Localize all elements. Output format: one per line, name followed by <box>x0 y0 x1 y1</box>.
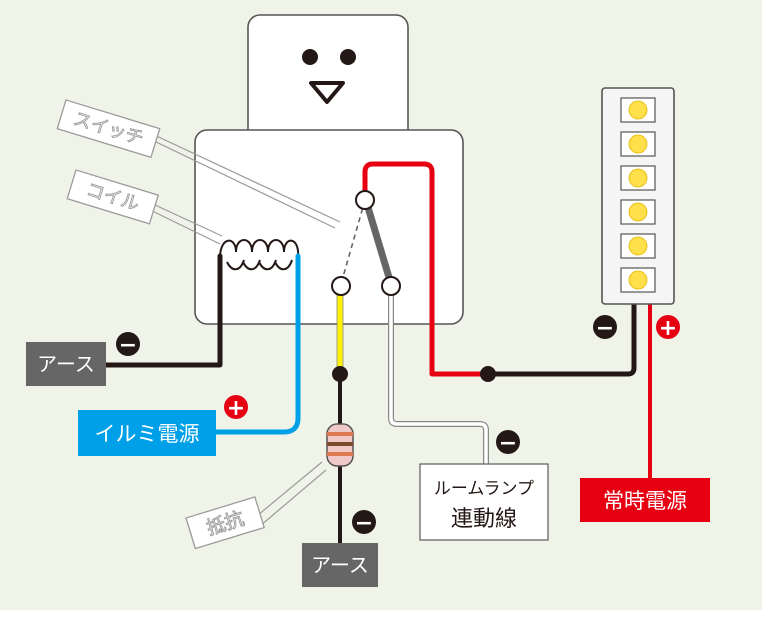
junction-dot-yellow <box>332 366 348 382</box>
junction-dot-red <box>480 366 496 382</box>
label-illumi-power-text: イルミ電源 <box>95 422 200 446</box>
led-cell <box>620 199 656 225</box>
wire-red-contact <box>362 161 491 377</box>
switch-dashed-path <box>340 199 366 285</box>
label-room-lamp-line2: 連動線 <box>451 507 517 532</box>
resistor <box>326 423 354 467</box>
label-room-lamp-line1: ルームランプ <box>434 479 534 499</box>
minus-symbol-earth-bottom: − <box>352 510 376 536</box>
led-icon <box>628 168 648 188</box>
mouth <box>309 81 345 104</box>
svg-text:−: − <box>355 511 373 536</box>
relay-body <box>194 129 464 325</box>
minus-symbol-earth-left: − <box>116 332 140 358</box>
switch-contact-right <box>381 276 401 296</box>
led-cell <box>620 131 656 157</box>
switch <box>331 190 401 296</box>
minus-symbol-led: − <box>593 315 617 341</box>
label-earth-bottom-text: アース <box>311 553 369 577</box>
led-icon <box>628 236 648 256</box>
svg-text:−: − <box>596 316 614 341</box>
led-icon <box>628 270 648 290</box>
wire-coil-earth <box>103 253 223 368</box>
switch-arm <box>363 200 395 288</box>
label-room-lamp: ルームランプ 連動線 <box>419 463 549 541</box>
wire-led-minus <box>485 299 637 377</box>
led-cell <box>620 165 656 191</box>
coil <box>219 239 300 271</box>
led-strip <box>601 87 675 305</box>
label-constant-power: 常時電源 <box>580 478 710 522</box>
svg-text:+: + <box>659 316 677 341</box>
led-icon <box>628 134 648 154</box>
minus-symbol-room-lamp: − <box>496 430 520 456</box>
led-cell <box>620 97 656 123</box>
plus-symbol-illumi: + <box>224 395 248 421</box>
wire-room-lamp <box>389 286 488 472</box>
led-cell <box>620 267 656 293</box>
led-icon <box>628 100 648 120</box>
label-earth-left: アース <box>26 342 106 386</box>
bottom-margin <box>0 610 762 620</box>
label-earth-left-text: アース <box>37 352 95 376</box>
right-eye <box>340 49 356 65</box>
left-eye <box>302 49 318 65</box>
wire-yellow-edge <box>336 287 344 375</box>
wire-coil-illumi <box>213 253 301 435</box>
led-cell <box>620 233 656 259</box>
svg-text:−: − <box>499 431 517 456</box>
callout-switch: スイッチ <box>56 99 161 159</box>
switch-contact-left <box>331 276 351 296</box>
callout-resistor: 抵抗 <box>185 496 266 550</box>
led-icon <box>628 202 648 222</box>
label-constant-power-text: 常時電源 <box>603 489 687 513</box>
relay-head <box>247 14 409 156</box>
svg-text:−: − <box>119 333 137 358</box>
plus-symbol-led: + <box>656 315 680 341</box>
svg-text:+: + <box>227 396 245 421</box>
label-illumi-power: イルミ電源 <box>78 410 216 456</box>
switch-contact-top <box>355 190 375 210</box>
label-earth-bottom: アース <box>302 543 378 587</box>
